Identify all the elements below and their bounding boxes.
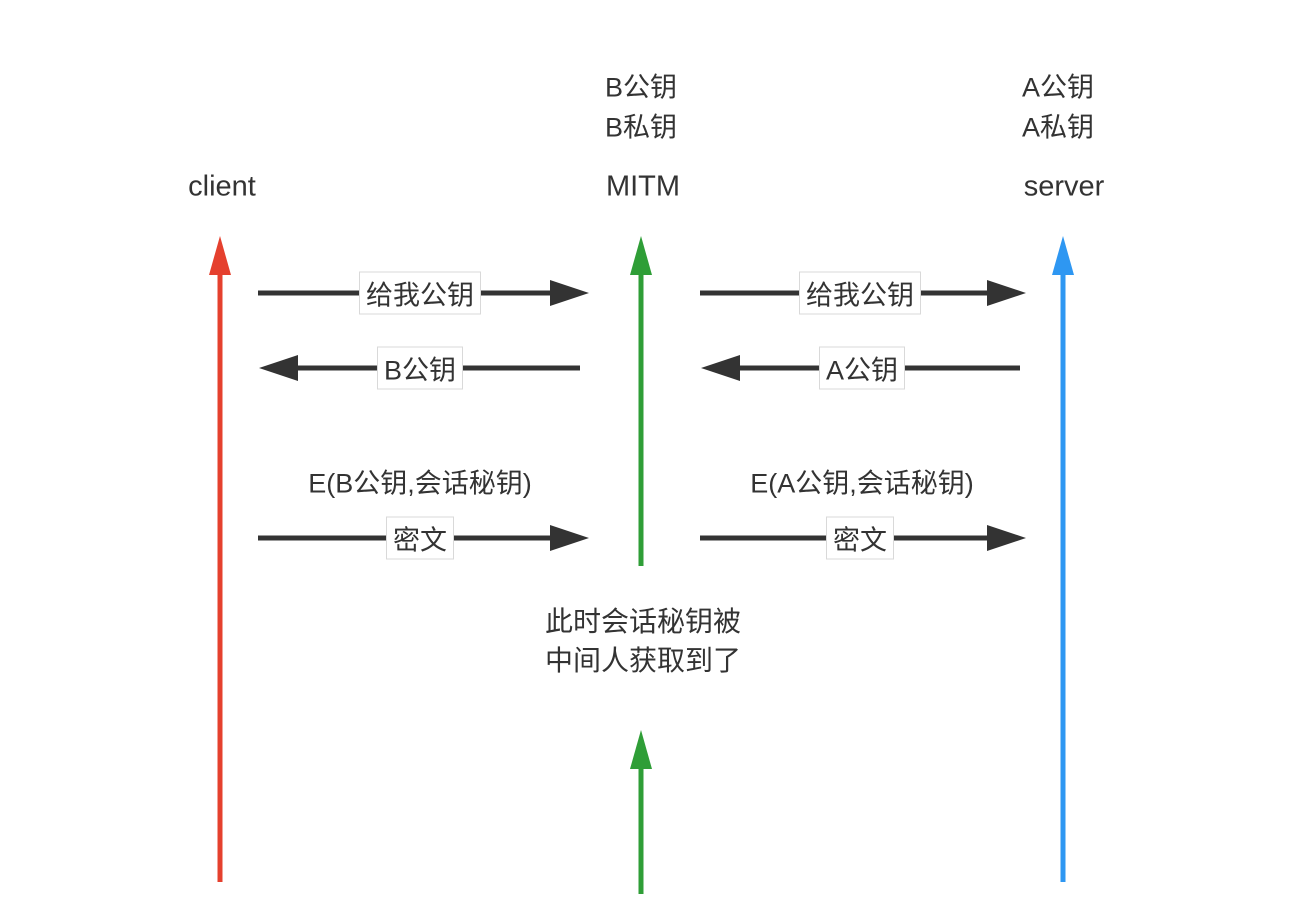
msg-client-request-arrowhead: [550, 280, 589, 306]
server-key-public-label: A公钥: [1021, 72, 1095, 103]
mitm-key-public-label: B公钥: [604, 72, 678, 103]
mitm-lifeline-top-arrowhead: [630, 236, 652, 275]
mitm-note: 此时会话秘钥被 中间人获取到了: [545, 602, 741, 680]
mitm-key-private-label: B私钥: [604, 112, 678, 143]
msg-server-reply-arrowhead: [701, 355, 740, 381]
server-label: server: [1023, 170, 1105, 203]
server-key-private-label: A私钥: [1021, 112, 1095, 143]
mitm-note-line1: 此时会话秘钥被: [544, 606, 742, 637]
client-lifeline-arrowhead: [209, 236, 231, 275]
msg-client-cipher-arrowhead: [550, 525, 589, 551]
mitm-note-line2: 中间人获取到了: [544, 645, 742, 676]
msg-server-reply-label: A公钥: [818, 346, 906, 390]
mitm-lifeline-bottom-arrowhead: [630, 730, 652, 769]
msg-mitm-request-arrowhead: [987, 280, 1026, 306]
msg-mitm-request-label: 给我公钥: [799, 271, 921, 315]
msg-mitm-reply-arrowhead: [259, 355, 298, 381]
msg-mitm-encrypt-note: E(A公钥,会话秘钥): [750, 468, 974, 499]
client-label: client: [188, 170, 256, 203]
msg-mitm-cipher-label: 密文: [826, 516, 894, 560]
server-lifeline-arrowhead: [1052, 236, 1074, 275]
msg-mitm-reply-label: B公钥: [376, 346, 464, 390]
mitm-label: MITM: [605, 170, 681, 203]
msg-client-request-label: 给我公钥: [359, 271, 481, 315]
msg-client-encrypt-note: E(B公钥,会话秘钥): [308, 468, 532, 499]
msg-client-cipher-label: 密文: [386, 516, 454, 560]
msg-mitm-cipher-arrowhead: [987, 525, 1026, 551]
